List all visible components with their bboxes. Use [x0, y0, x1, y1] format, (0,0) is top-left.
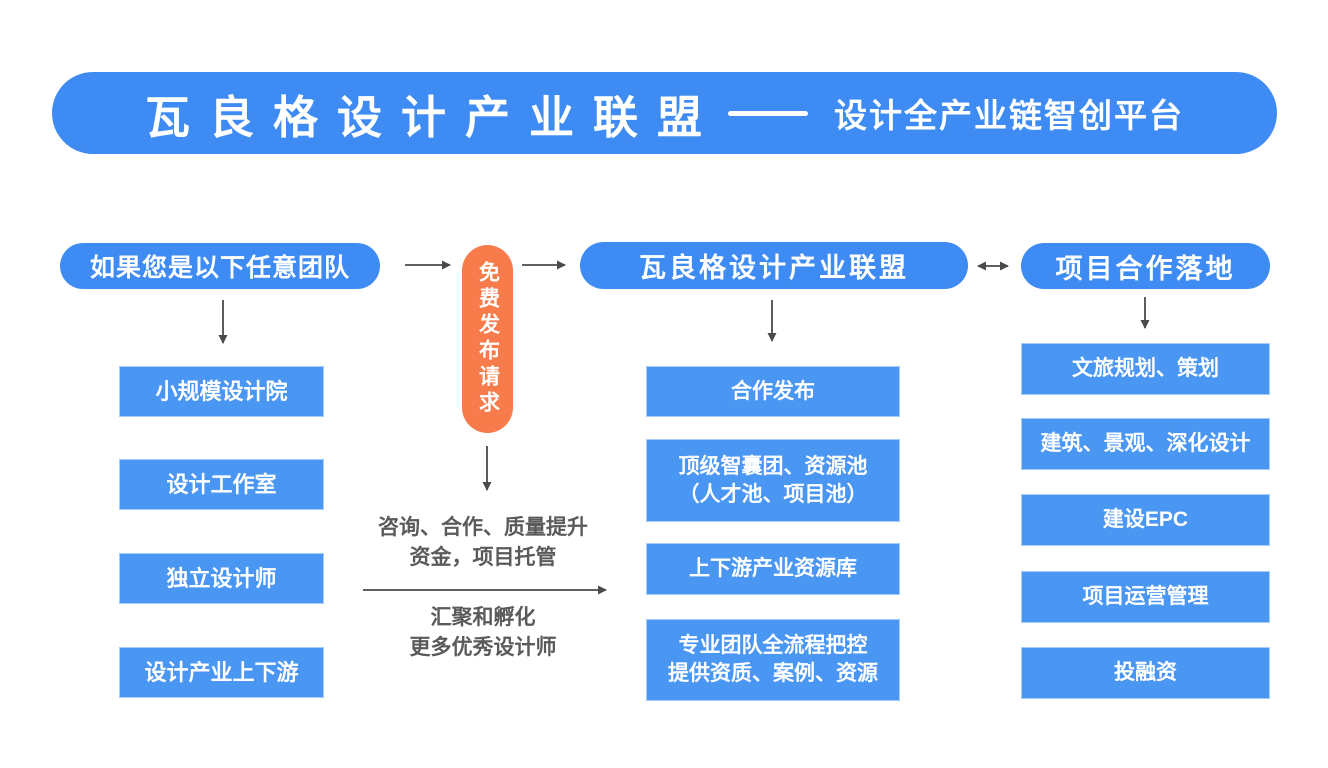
- box-line: 合作发布: [731, 379, 815, 403]
- left-item-small-design-institute: 小规模设计院: [119, 366, 324, 417]
- annotation-top-line2: 资金，项目托管: [409, 546, 557, 569]
- banner-dash: [728, 110, 808, 116]
- center-item-cooperation-publish: 合作发布: [646, 366, 900, 417]
- banner-title: 瓦良格设计产业联盟: [144, 91, 721, 143]
- center-item-think-tank-resource-pool: 顶级智囊团、资源池 （人才池、项目池）: [646, 439, 900, 522]
- box-line: 专业团队全流程把控: [678, 634, 868, 657]
- right-item-architecture-landscape-design: 建筑、景观、深化设计: [1021, 418, 1270, 470]
- right-item-cultural-tourism-planning: 文旅规划、策划: [1021, 343, 1270, 395]
- center-item-industry-resource-library: 上下游产业资源库: [646, 543, 900, 595]
- free-publish-request-label: 免费发布请求: [476, 261, 500, 417]
- annotation-top-line1: 咨询、合作、质量提升: [378, 516, 588, 539]
- left-column-header: 如果您是以下任意团队: [60, 243, 380, 289]
- annotation-bottom-line1: 汇聚和孵化: [430, 606, 536, 629]
- right-item-project-operation-management: 项目运营管理: [1021, 571, 1270, 623]
- box-line: 顶级智囊团、资源池: [678, 454, 868, 478]
- free-publish-request-pill: 免费发布请求: [462, 245, 513, 433]
- banner-subtitle: 设计全产业链智创平台: [834, 97, 1184, 134]
- center-item-professional-team-control: 专业团队全流程把控 提供资质、案例、资源: [646, 619, 900, 701]
- left-item-design-industry-chain: 设计产业上下游: [119, 647, 324, 698]
- annotation-bottom: 汇聚和孵化 更多优秀设计师: [343, 603, 623, 663]
- box-line: 提供资质、案例、资源: [668, 662, 878, 685]
- box-line: 上下游产业资源库: [689, 557, 857, 580]
- right-column-header: 项目合作落地: [1021, 243, 1270, 289]
- left-item-design-studio: 设计工作室: [119, 459, 324, 510]
- center-column-header: 瓦良格设计产业联盟: [580, 242, 968, 289]
- annotation-top: 咨询、合作、质量提升 资金，项目托管: [343, 513, 623, 573]
- annotation-bottom-line2: 更多优秀设计师: [409, 636, 557, 659]
- right-item-investment-financing: 投融资: [1021, 647, 1270, 699]
- banner: 瓦良格设计产业联盟 设计全产业链智创平台: [52, 72, 1277, 154]
- right-item-construction-epc: 建设EPC: [1021, 494, 1270, 546]
- box-line: （人才池、项目池）: [678, 482, 868, 506]
- left-item-independent-designer: 独立设计师: [119, 553, 324, 604]
